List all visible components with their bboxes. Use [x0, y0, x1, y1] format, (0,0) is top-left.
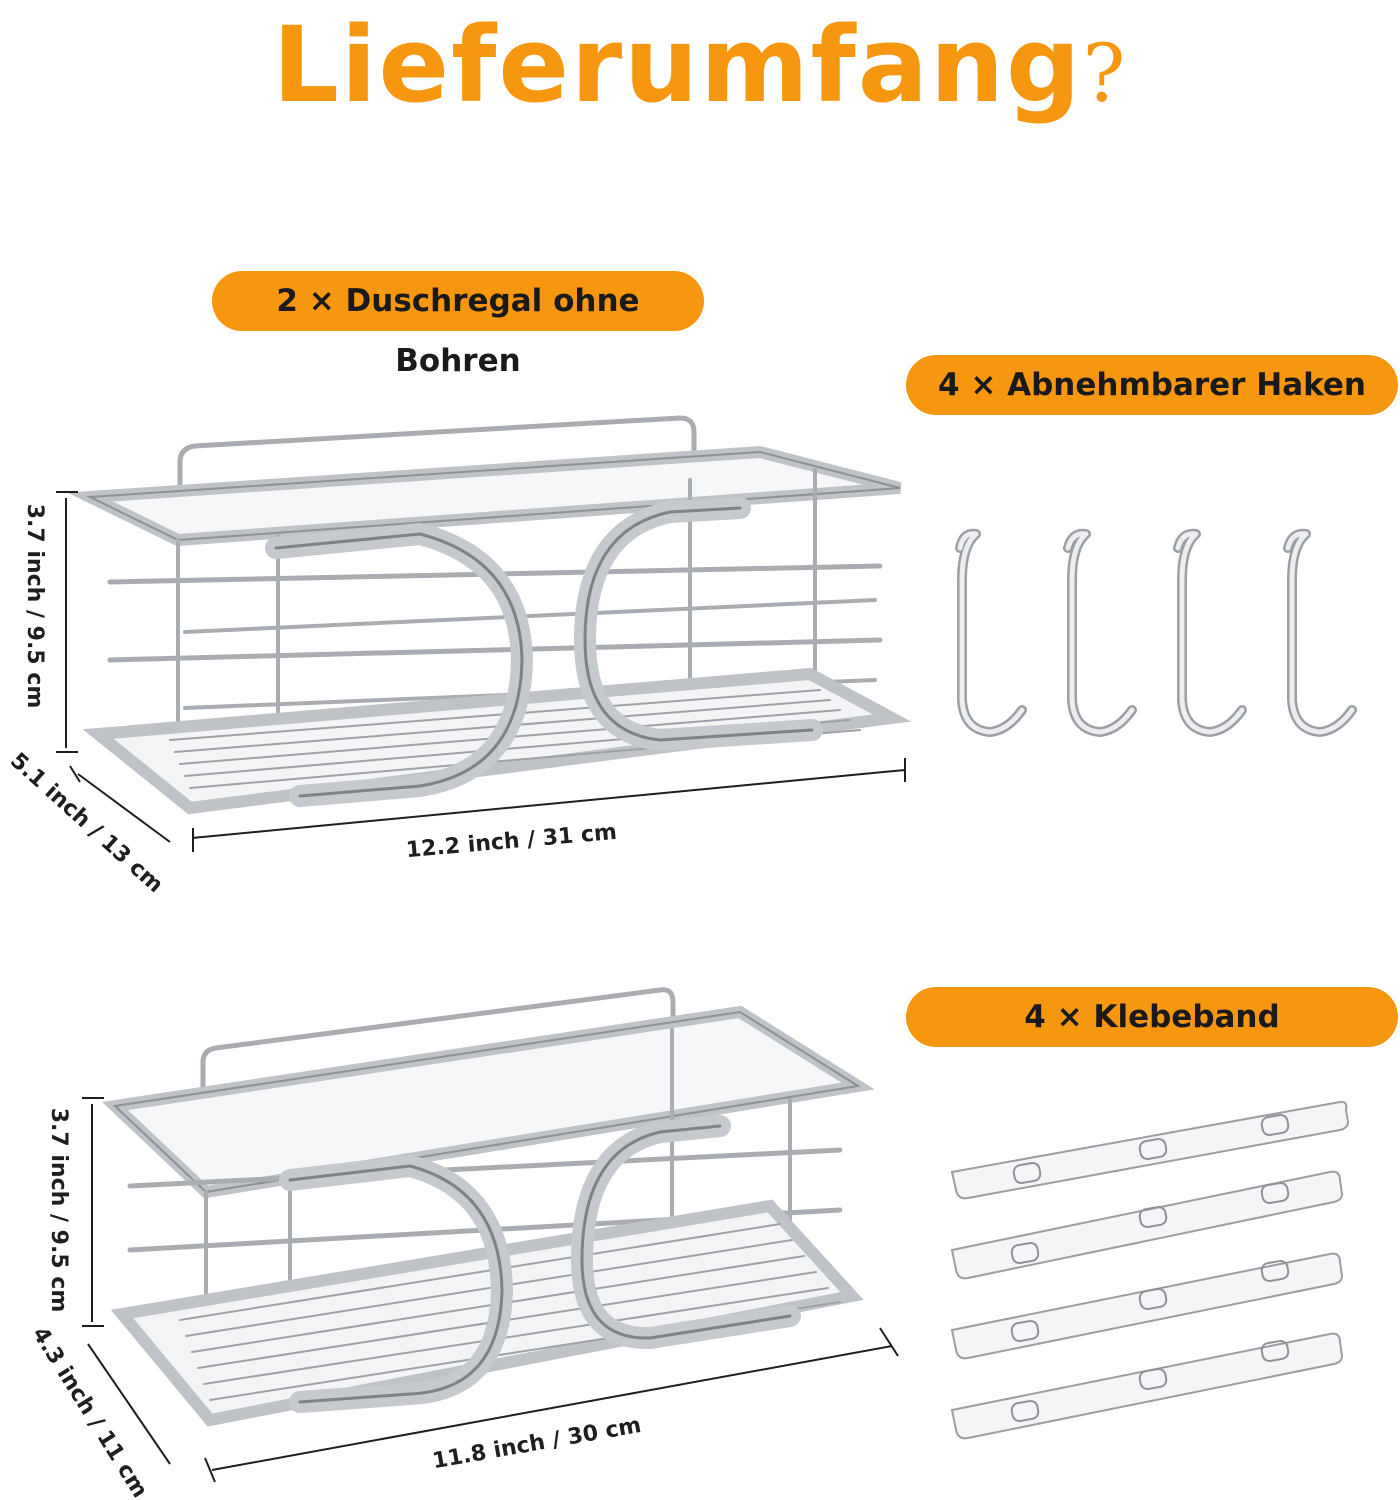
adhesive-strip-2 [950, 1170, 1344, 1280]
shelf2-back-rail [200, 987, 676, 1093]
title-text: Lieferumfang [272, 4, 1083, 126]
shelf1-height-label: 3.7 inch / 9.5 cm [22, 504, 47, 709]
shower-shelf-1 [67, 415, 912, 815]
tape-label: 4 × Klebeband [906, 987, 1398, 1047]
hook-2 [1063, 528, 1137, 737]
shelf2-height-label: 3.7 inch / 9.5 cm [46, 1108, 71, 1313]
hooks-label: 4 × Abnehmbarer Haken [906, 355, 1398, 415]
adhesive-strip-1 [950, 1100, 1350, 1200]
adhesive-strip-3 [950, 1252, 1344, 1360]
shelf1-dimension-lines [56, 491, 906, 852]
hook-1 [955, 528, 1027, 737]
shelf1-width-label: 12.2 inch / 31 cm [405, 820, 618, 863]
hook-4 [1283, 528, 1357, 737]
hook-3 [1173, 528, 1247, 737]
shelf2-dimension-lines [82, 1097, 899, 1483]
adhesive-strips-group [950, 1100, 1350, 1440]
shower-shelf-2 [101, 987, 875, 1427]
adhesive-strip-4 [950, 1332, 1344, 1440]
shelf2-top-frame [101, 1005, 875, 1199]
hooks-group [955, 528, 1357, 737]
page-title: Lieferumfang? [0, 0, 1400, 130]
shelf2-width-label: 11.8 inch / 30 cm [431, 1413, 644, 1474]
shelf1-back-rail [177, 415, 697, 503]
shelves-label: 2 × Duschregal ohne Bohren [212, 271, 704, 379]
title-question-mark: ? [1082, 27, 1128, 120]
